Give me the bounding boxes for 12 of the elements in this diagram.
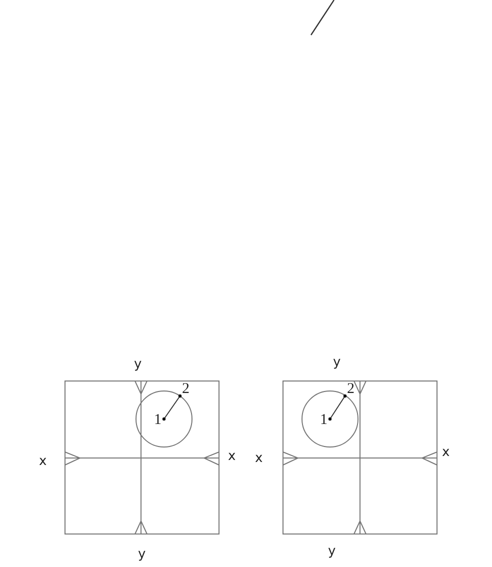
point-label: 1 [320, 413, 328, 428]
axis-label: y [138, 548, 146, 561]
axis-label: y [328, 545, 336, 558]
axis-label: x [442, 446, 450, 459]
axis-label: y [134, 358, 142, 371]
point-label: 2 [182, 382, 190, 397]
axis-label: x [228, 450, 236, 463]
axis-label: x [255, 452, 263, 465]
axis-label: y [333, 356, 341, 369]
point-label: 2 [347, 382, 354, 397]
point-label: 1 [154, 413, 162, 428]
axis-label: x [39, 455, 47, 468]
